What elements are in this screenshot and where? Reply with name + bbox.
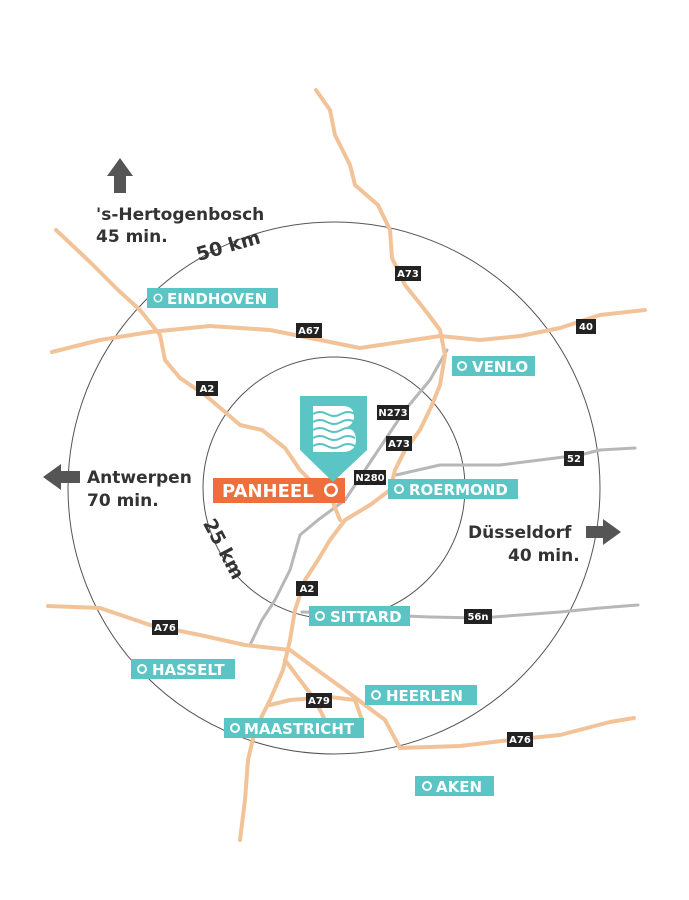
road-shield-52: 52	[564, 451, 584, 466]
road-shield-label: A76	[154, 623, 176, 634]
ring-50km	[67, 221, 601, 755]
road-shield-a76-east: A76	[507, 732, 533, 747]
direction-dusseldorf: Düsseldorf 40 min.	[468, 519, 621, 566]
city-tag-maastricht[interactable]: MAASTRICHT	[224, 718, 364, 738]
arrow-up-icon	[107, 158, 133, 193]
road-n273	[248, 348, 449, 647]
road-shield-label: N273	[378, 408, 407, 419]
road-shield-label: A73	[388, 439, 410, 450]
road-shield-label: A2	[300, 584, 315, 595]
city-label: EINDHOVEN	[167, 290, 267, 308]
city-label: AKEN	[436, 778, 482, 796]
home-tag-panheel[interactable]: PANHEEL	[213, 478, 345, 503]
road-shield-a79: A79	[306, 693, 332, 708]
city-tag-venlo[interactable]: VENLO	[452, 356, 535, 376]
road-shield-40: 40	[576, 319, 596, 334]
city-label: HASSELT	[152, 661, 225, 679]
road-shield-n273: N273	[377, 405, 409, 420]
road-shield-label: A73	[397, 269, 419, 280]
direction-antwerpen: Antwerpen 70 min.	[43, 464, 192, 511]
road-shield-label: 56n	[467, 612, 488, 623]
city-tag-aken[interactable]: AKEN	[415, 776, 494, 796]
city-label: ROERMOND	[409, 481, 508, 499]
direction-time: 45 min.	[96, 227, 168, 247]
road-shield-n280: N280	[354, 470, 386, 485]
arrow-right-icon	[586, 519, 621, 545]
road-shield-a2-north: A2	[196, 381, 218, 396]
arrow-left-icon	[43, 464, 80, 490]
road-shield-label: 40	[579, 322, 593, 333]
road-shield-a73-north: A73	[395, 266, 421, 281]
road-shield-a67: A67	[296, 323, 322, 338]
letter-b-water-waves-icon	[312, 406, 356, 452]
logo-pin	[300, 396, 367, 482]
direction-city: Antwerpen	[87, 468, 192, 488]
road-shield-label: 52	[567, 454, 581, 465]
direction-time: 70 min.	[87, 491, 159, 511]
home-label: PANHEEL	[222, 481, 314, 502]
city-label: MAASTRICHT	[244, 720, 355, 738]
ring-label-25km: 25 km	[198, 515, 248, 583]
city-tag-heerlen[interactable]: HEERLEN	[365, 685, 477, 705]
city-tag-roermond[interactable]: ROERMOND	[388, 479, 518, 499]
road-shield-label: A76	[509, 735, 531, 746]
road-shield-label: N280	[355, 473, 384, 484]
city-label: HEERLEN	[386, 687, 463, 705]
road-52	[394, 446, 637, 477]
city-tag-sittard[interactable]: SITTARD	[309, 606, 410, 626]
road-a67	[50, 308, 647, 354]
road-shield-56n: 56n	[464, 609, 492, 624]
road-shield-label: A79	[308, 696, 330, 707]
direction-city: 's-Hertogenbosch	[96, 205, 264, 225]
ring-label-50km: 50 km	[194, 227, 263, 266]
road-shield-label: A67	[298, 326, 320, 337]
road-shield-label: A2	[200, 384, 215, 395]
road-shield-a73-south: A73	[386, 436, 412, 451]
direction-city: Düsseldorf	[468, 523, 572, 543]
direction-time: 40 min.	[508, 546, 580, 566]
road-a2-south	[283, 658, 332, 732]
city-label: VENLO	[472, 358, 528, 376]
road-shield-a2-south: A2	[296, 581, 318, 596]
city-label: SITTARD	[330, 608, 402, 626]
city-tag-hasselt[interactable]: HASSELT	[131, 659, 235, 679]
direction-s-hertogenbosch: 's-Hertogenbosch 45 min.	[96, 158, 264, 247]
city-tag-eindhoven[interactable]: EINDHOVEN	[147, 288, 278, 308]
road-shield-a76-west: A76	[152, 620, 178, 635]
